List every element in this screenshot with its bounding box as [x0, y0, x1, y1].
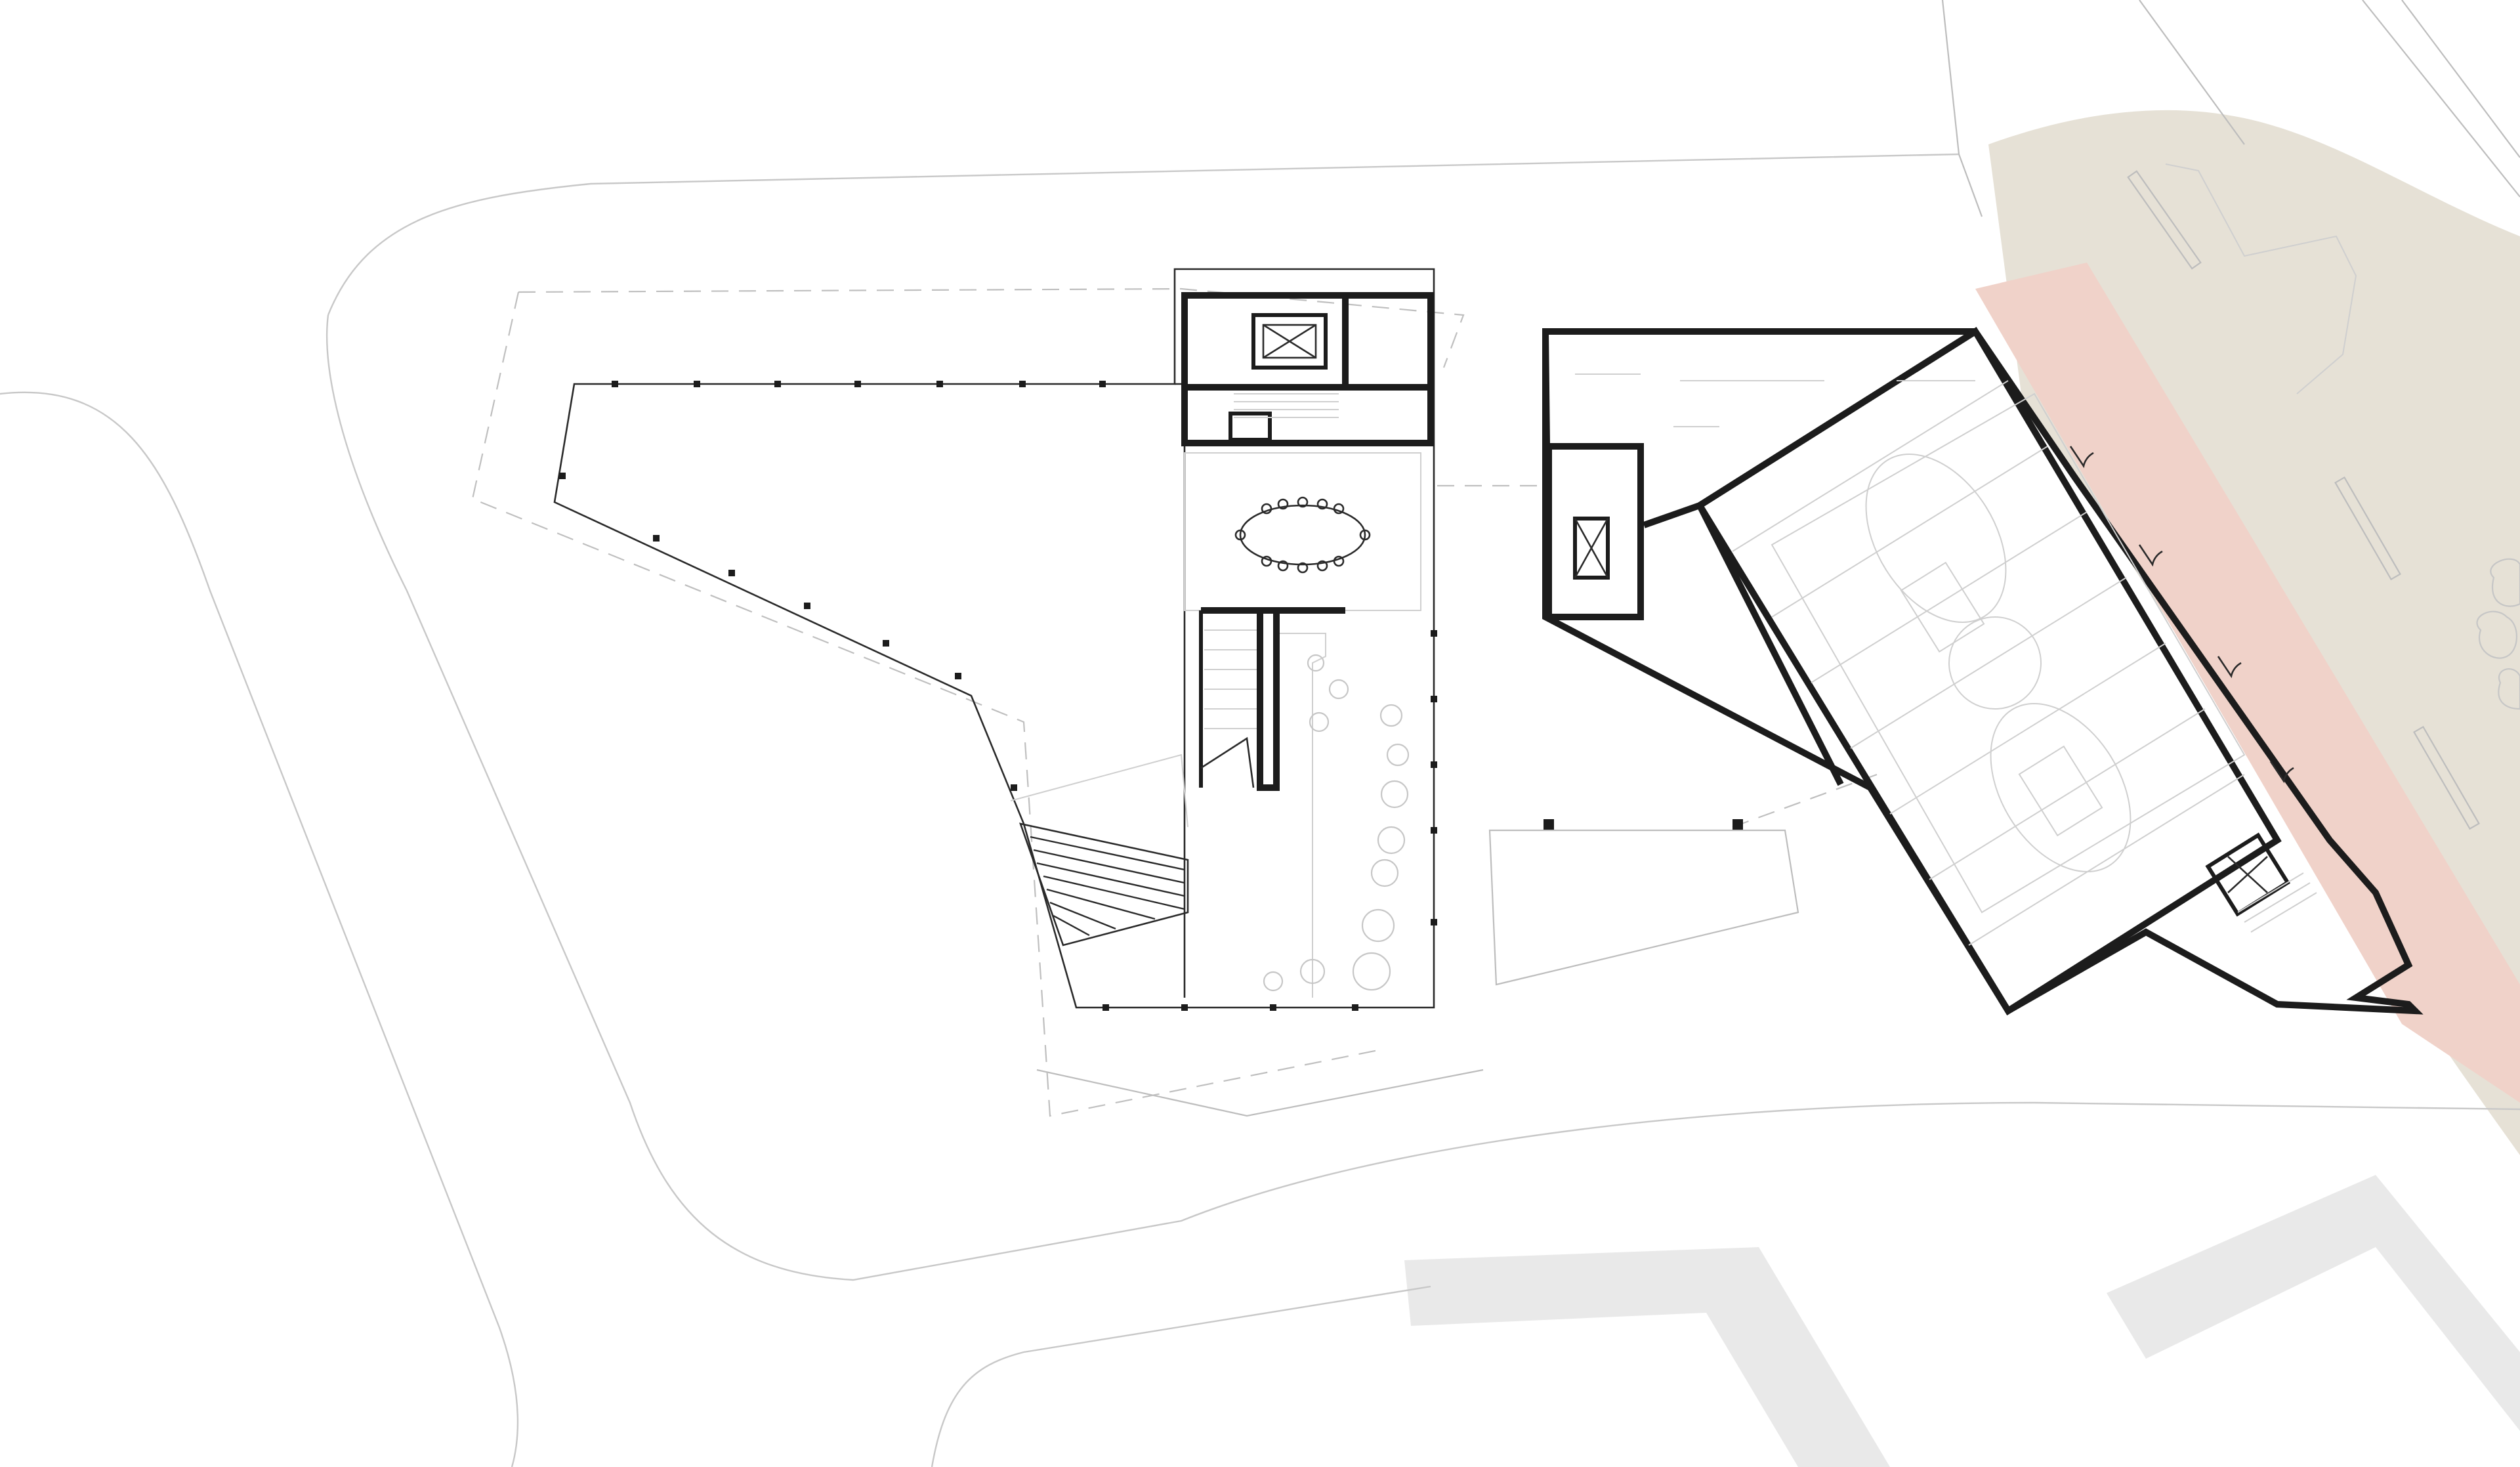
stair-icon	[1234, 393, 1339, 418]
stepped-seating	[1019, 822, 1189, 946]
neighbor-building-south-1	[1404, 1247, 1890, 1467]
cafe-tables	[1263, 654, 1410, 992]
red-strip	[1975, 263, 2520, 1103]
column-icon	[559, 381, 1437, 1011]
meeting-table	[1239, 504, 1366, 566]
upper-floor-outline	[471, 287, 1878, 1117]
stair-core-east	[1545, 443, 1644, 620]
tree-icon	[2476, 558, 2520, 710]
west-wing-facade	[553, 268, 1435, 1009]
elevator-icon	[1251, 313, 1328, 370]
canopy	[1544, 819, 1743, 830]
sports-hall-icon	[1695, 327, 2282, 1015]
building-west	[553, 268, 1437, 1011]
building-east	[1542, 327, 2424, 1015]
core-top	[1181, 292, 1434, 391]
context-zones	[1404, 110, 2520, 1467]
neighbor-building-south-2	[2107, 1175, 2520, 1431]
